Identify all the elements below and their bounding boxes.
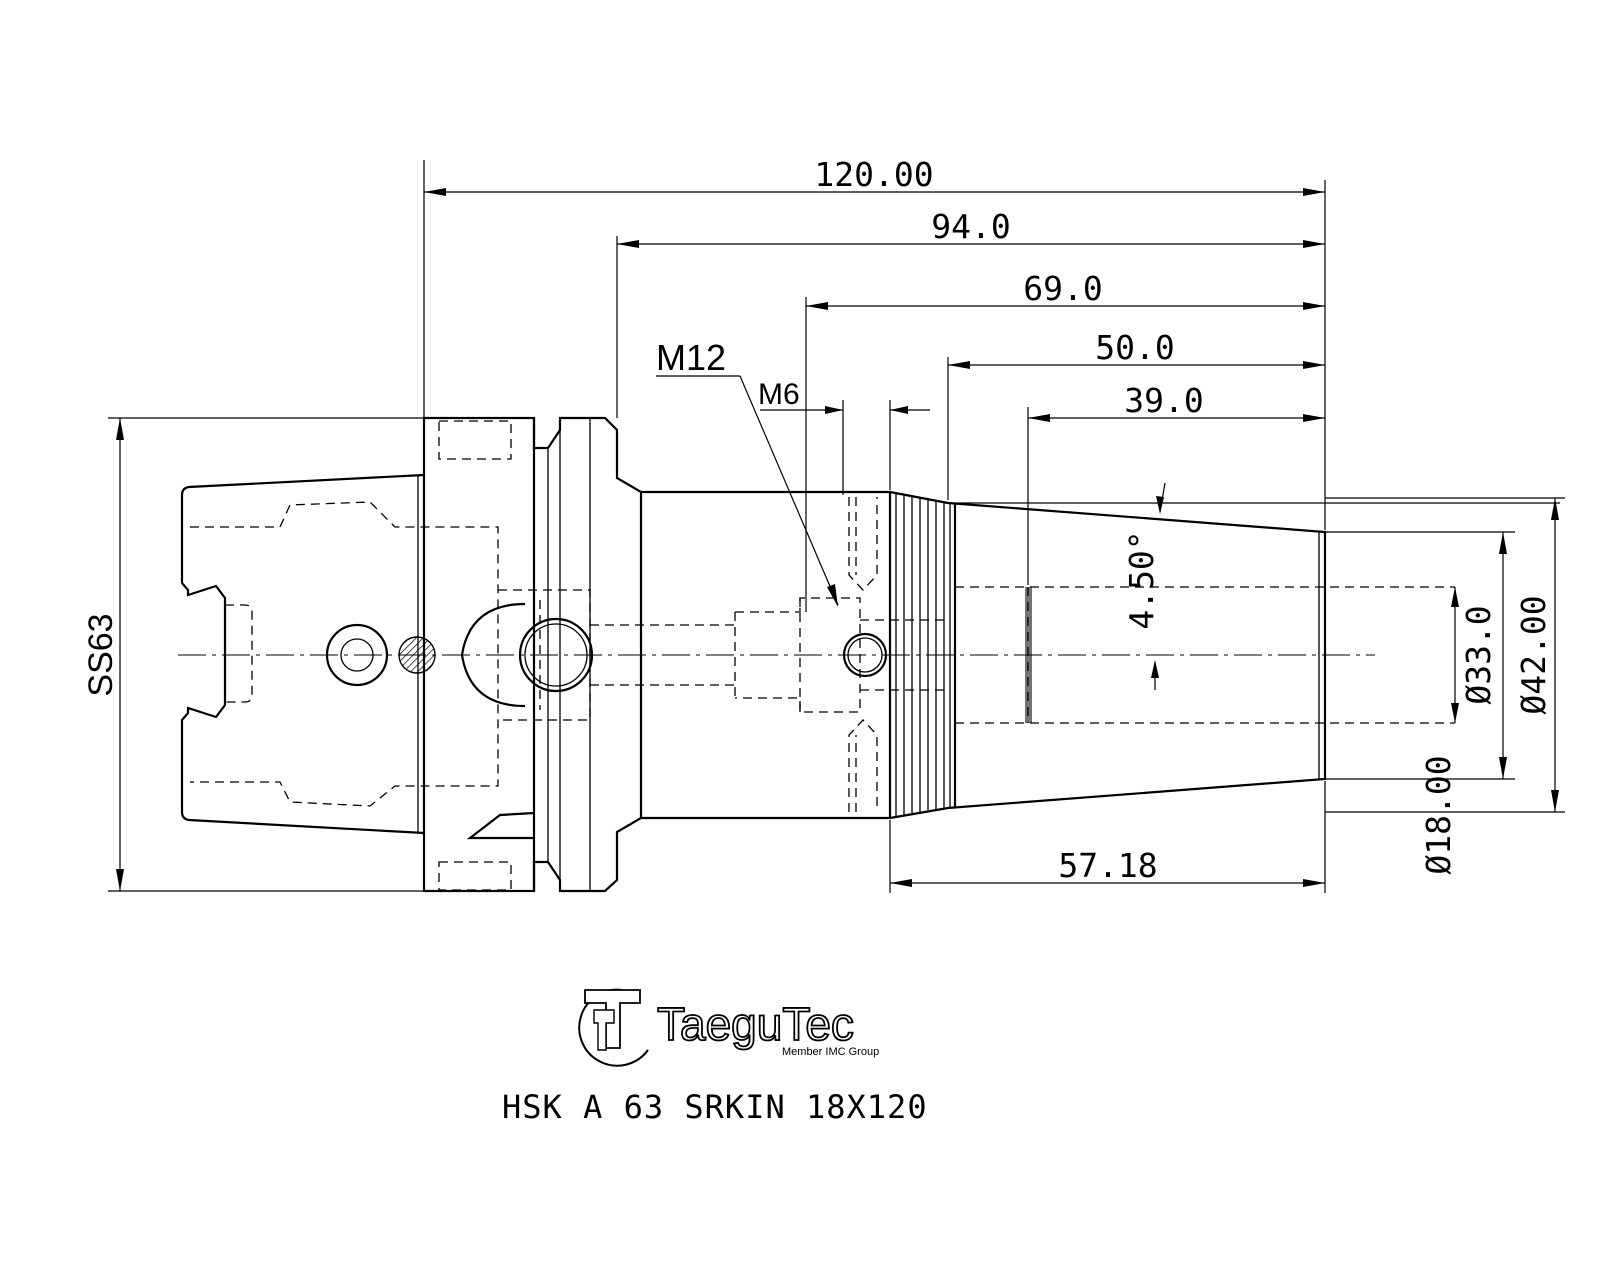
flange-bottom-keyway bbox=[438, 861, 512, 891]
dim-overall-length: 120.00 bbox=[814, 155, 933, 194]
m12-screw-hole bbox=[842, 632, 888, 678]
tool-holder-body bbox=[178, 416, 1455, 893]
shank-slot-hidden bbox=[225, 604, 253, 703]
logo-wordmark: TaeguTec bbox=[657, 998, 854, 1050]
dim-length-69: 69.0 bbox=[1023, 269, 1102, 308]
dim-shank-size: SS63 bbox=[82, 613, 120, 696]
m6-bottom-screw bbox=[848, 719, 878, 812]
drawing-title: HSK A 63 SRKIN 18X120 bbox=[502, 1088, 928, 1126]
shank-cross-hole-inner bbox=[340, 638, 374, 672]
dim-length-94: 94.0 bbox=[931, 207, 1010, 246]
m12-screw-hole-inner bbox=[847, 637, 883, 673]
shank-hidden-bore bbox=[190, 501, 499, 807]
dimension-lines bbox=[108, 160, 1565, 893]
dim-diameter-33: Ø33.0 bbox=[1459, 605, 1498, 704]
drive-notch bbox=[466, 811, 535, 840]
m6-top-screw bbox=[848, 497, 878, 591]
dim-length-50: 50.0 bbox=[1095, 328, 1174, 367]
logo-tagline: Member IMC Group bbox=[782, 1046, 879, 1058]
central-cross-hole-inner bbox=[524, 623, 588, 687]
logo-t-mark-2 bbox=[593, 1009, 615, 1051]
central-cross-hole bbox=[518, 617, 594, 693]
flange bbox=[422, 416, 536, 893]
thread-section bbox=[888, 490, 957, 820]
dim-thread-length: 57.18 bbox=[1058, 846, 1157, 885]
m12-thread-hidden bbox=[799, 598, 945, 712]
dim-taper-angle: 4.50° bbox=[1122, 530, 1161, 629]
hatched-key bbox=[398, 636, 436, 674]
dim-diameter-42: Ø42.00 bbox=[1514, 595, 1553, 714]
groove-collar bbox=[532, 416, 643, 893]
coolant-channel bbox=[590, 624, 735, 686]
hsk-taper-shank bbox=[180, 473, 425, 835]
callout-m12: M12 bbox=[656, 337, 726, 378]
tapered-nose bbox=[947, 501, 1327, 810]
clamping-bore-hidden bbox=[955, 586, 1455, 724]
taegutec-logo: TaeguTec Member IMC Group bbox=[578, 988, 879, 1067]
dim-length-39: 39.0 bbox=[1124, 381, 1203, 420]
dim-diameter-18: Ø18.00 bbox=[1419, 755, 1458, 874]
flange-top-keyway bbox=[438, 420, 512, 460]
cross-slot bbox=[460, 602, 526, 708]
callout-m6: M6 bbox=[758, 378, 800, 411]
m12-screw-hidden bbox=[734, 597, 861, 713]
shank-cross-hole bbox=[325, 623, 389, 687]
central-hidden-bore bbox=[498, 589, 591, 721]
